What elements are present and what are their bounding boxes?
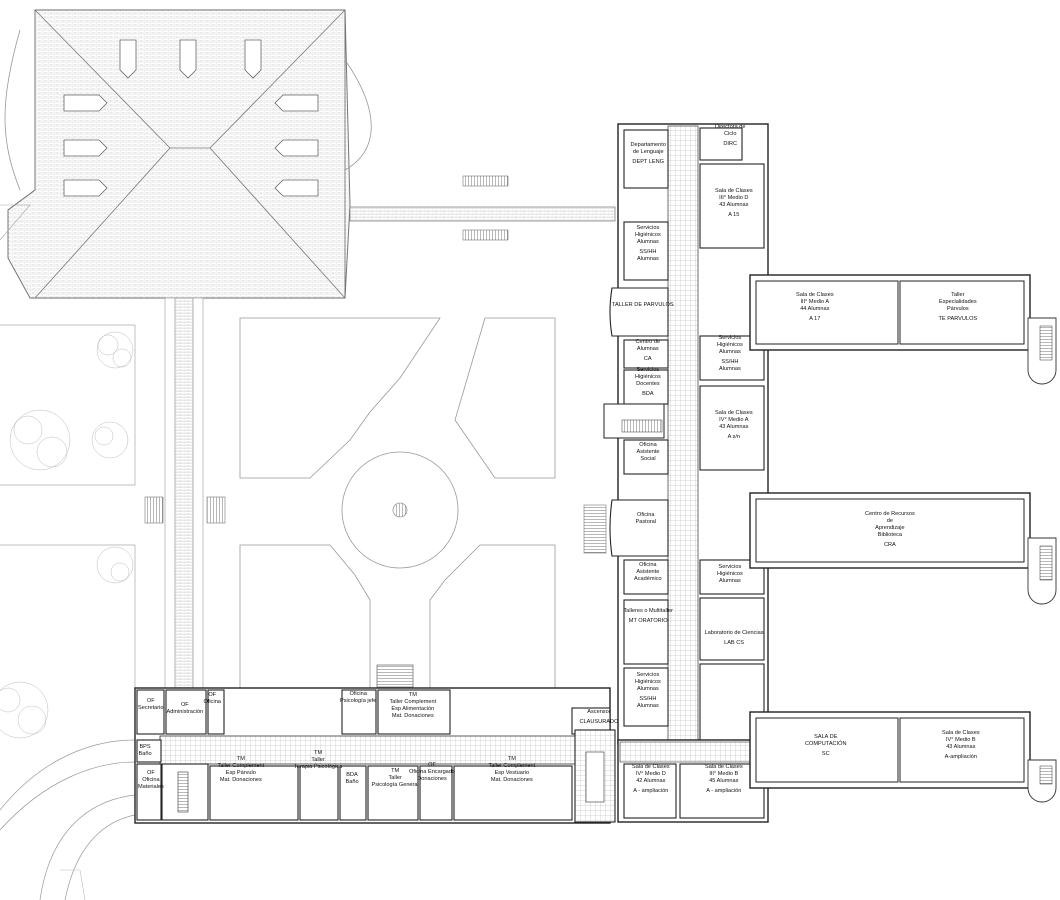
roof-building — [0, 9, 372, 299]
southeast-block — [617, 739, 769, 823]
west-walkway — [144, 297, 226, 691]
bridge — [349, 175, 616, 241]
east-extensions — [749, 274, 1057, 803]
south-wing — [134, 687, 616, 824]
east-wing — [583, 123, 769, 745]
west-gardens — [0, 324, 136, 900]
courtyard — [239, 317, 556, 691]
